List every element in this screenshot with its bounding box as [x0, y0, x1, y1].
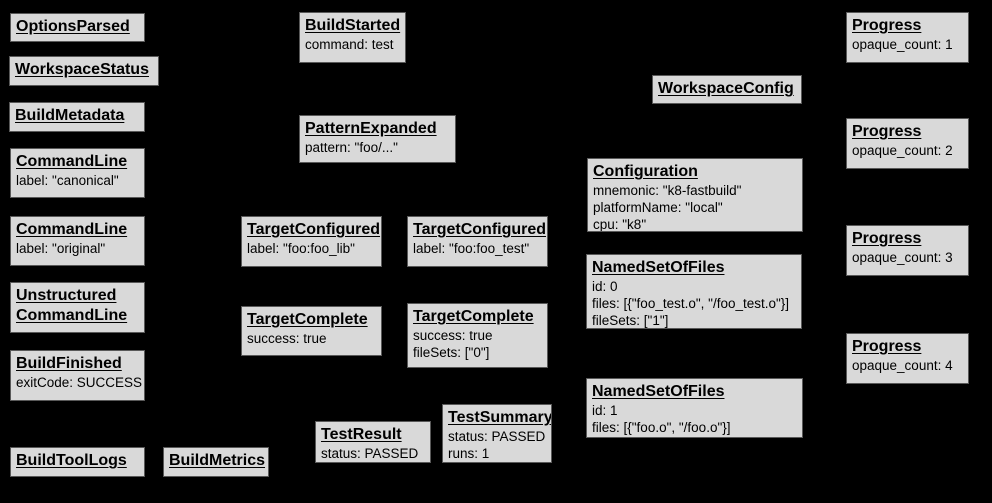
event-node-title: BuildStarted [305, 17, 401, 34]
event-node-detail: opaque_count: 4 [852, 358, 953, 373]
event-node-target-configured-foo-test: TargetConfigured label: "foo:foo_test" [407, 216, 548, 267]
event-node-progress-3: Progress opaque_count: 3 [846, 225, 969, 276]
event-node-detail: files: [{"foo.o", "/foo.o"}] [592, 420, 731, 435]
event-node-test-result: TestResult status: PASSED [315, 421, 431, 463]
event-node-title: CommandLine [16, 221, 128, 238]
event-node-detail: command: test [305, 37, 394, 52]
event-node-title: Progress [852, 17, 922, 34]
event-node-detail: files: [{"foo_test.o", "/foo_test.o"}] [592, 296, 790, 311]
event-node-detail: mnemonic: "k8-fastbuild" [593, 183, 742, 198]
event-node-named-set-of-files-0: NamedSetOfFiles id: 0 files: [{"foo_test.o… [586, 254, 802, 329]
event-node-title: NamedSetOfFiles [592, 259, 725, 276]
event-node-title: OptionsParsed [16, 18, 130, 35]
event-node-detail: fileSets: ["1"] [592, 313, 669, 328]
event-node-named-set-of-files-1: NamedSetOfFiles id: 1 files: [{"foo.o", "/… [586, 378, 803, 438]
event-node-detail: cpu: "k8" [593, 217, 647, 232]
event-node-unstructured-command-line: Unstructured CommandLine [10, 282, 145, 333]
event-node-detail: runs: 1 [448, 446, 490, 461]
event-node-title: TargetConfigured [413, 221, 547, 238]
event-node-target-configured-foo-lib: TargetConfigured label: "foo:foo_lib" [241, 216, 382, 267]
event-node-detail: label: "original" [16, 241, 106, 256]
event-node-target-complete-foo-lib: TargetComplete success: true [241, 306, 382, 356]
event-node-progress-2: Progress opaque_count: 2 [846, 118, 969, 169]
event-node-command-line-original: CommandLine label: "original" [10, 216, 145, 266]
event-node-detail: exitCode: SUCCESS [16, 375, 143, 390]
event-node-options-parsed: OptionsParsed [10, 13, 145, 42]
event-node-detail: label: "foo:foo_test" [413, 241, 530, 256]
event-node-build-started: BuildStarted command: test [299, 12, 406, 63]
event-node-configuration: Configuration mnemonic: "k8-fastbuild" pla… [587, 158, 803, 232]
event-node-detail: opaque_count: 2 [852, 143, 953, 158]
event-node-detail: success: true [413, 328, 493, 343]
event-node-title: PatternExpanded [305, 120, 437, 137]
event-node-title: Progress [852, 123, 922, 140]
event-node-title: BuildFinished [16, 355, 122, 372]
event-node-target-complete-foo-test: TargetComplete success: true fileSets: ["0… [407, 303, 548, 368]
event-node-progress-4: Progress opaque_count: 4 [846, 333, 969, 384]
event-node-detail: status: PASSED [448, 429, 546, 444]
event-node-pattern-expanded: PatternExpanded pattern: "foo/..." [299, 115, 456, 163]
event-node-build-finished: BuildFinished exitCode: SUCCESS [10, 350, 145, 401]
event-node-title: NamedSetOfFiles [592, 383, 725, 400]
event-node-command-line-canonical: CommandLine label: "canonical" [10, 148, 145, 198]
event-node-title: BuildToolLogs [16, 452, 127, 469]
event-node-detail: opaque_count: 3 [852, 250, 953, 265]
event-node-detail: status: PASSED [321, 446, 419, 461]
event-node-title: Unstructured CommandLine [16, 287, 128, 324]
event-node-title: CommandLine [16, 153, 128, 170]
event-node-title: Configuration [593, 163, 698, 180]
event-node-detail: fileSets: ["0"] [413, 345, 490, 360]
event-node-title: BuildMetrics [169, 452, 266, 469]
event-node-workspace-status: WorkspaceStatus [9, 56, 159, 86]
event-node-title: Progress [852, 230, 922, 247]
event-node-title: WorkspaceConfig [658, 80, 794, 97]
event-node-title: TargetComplete [247, 311, 368, 328]
event-node-build-metadata: BuildMetadata [9, 102, 145, 132]
event-node-title: TargetComplete [413, 308, 534, 325]
event-node-detail: id: 1 [592, 403, 618, 418]
event-node-build-metrics: BuildMetrics [163, 447, 269, 477]
event-node-detail: opaque_count: 1 [852, 37, 953, 52]
event-node-title: TestSummary [448, 409, 552, 426]
event-node-title: BuildMetadata [15, 107, 125, 124]
event-node-workspace-config: WorkspaceConfig [652, 75, 802, 104]
event-node-detail: success: true [247, 331, 327, 346]
event-node-detail: platformName: "local" [593, 200, 723, 215]
event-node-build-tool-logs: BuildToolLogs [10, 447, 145, 477]
event-node-detail: id: 0 [592, 279, 618, 294]
event-node-title: Progress [852, 338, 922, 355]
event-node-detail: label: "canonical" [16, 173, 119, 188]
event-node-title: TargetConfigured [247, 221, 381, 238]
event-node-progress-1: Progress opaque_count: 1 [846, 12, 969, 63]
event-node-title: WorkspaceStatus [15, 61, 149, 78]
event-node-title: TestResult [321, 426, 402, 443]
event-node-detail: pattern: "foo/..." [305, 140, 398, 155]
event-node-test-summary: TestSummary status: PASSED runs: 1 [442, 404, 552, 463]
event-node-detail: label: "foo:foo_lib" [247, 241, 355, 256]
